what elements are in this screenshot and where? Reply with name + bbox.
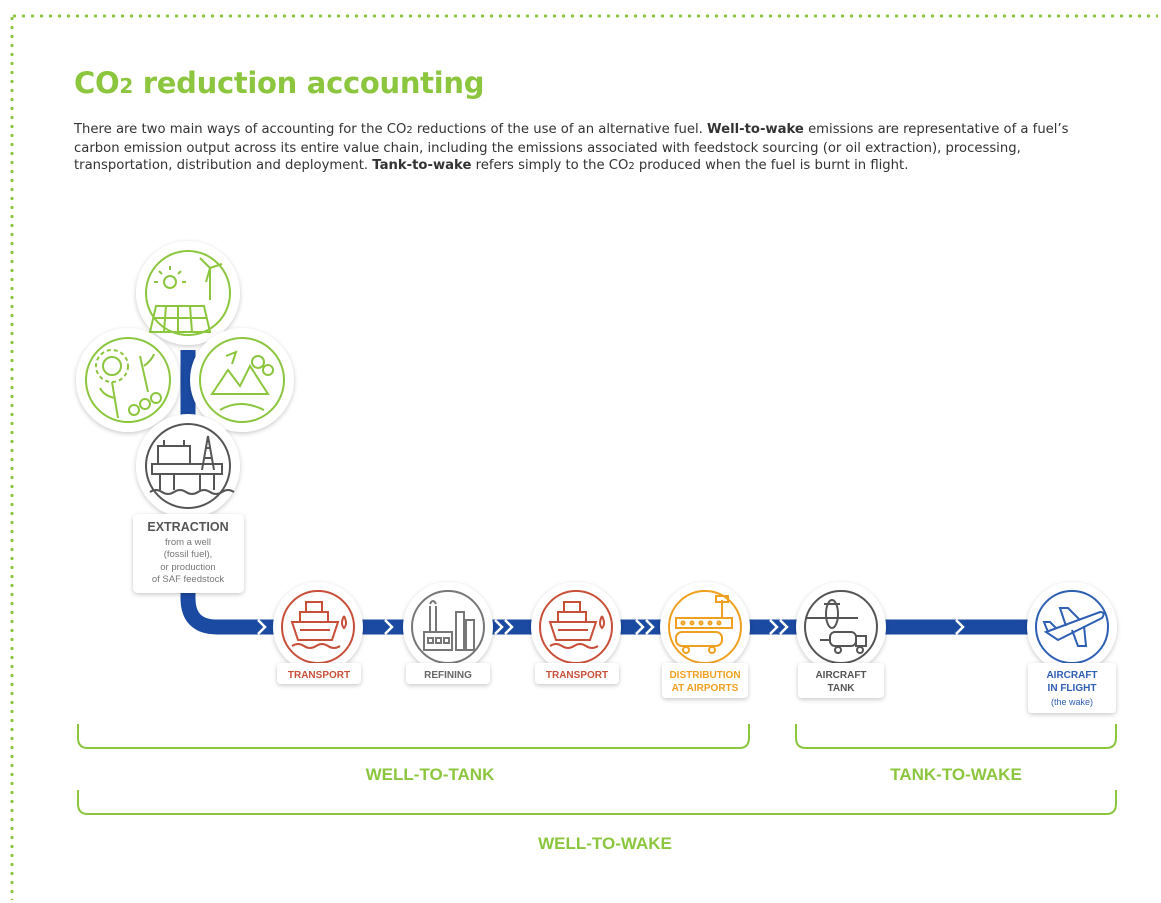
distribution-label-box bbox=[662, 663, 748, 698]
well-to-wake-term: Well-to-wake bbox=[707, 122, 804, 137]
aircraft-flight-label-line-1: AIRCRAFT bbox=[1046, 670, 1097, 681]
dotted-border-top bbox=[10, 14, 1158, 18]
distribution-label-line-2: AT AIRPORTS bbox=[672, 683, 739, 694]
extraction-line-4: of SAF feedstock bbox=[152, 574, 225, 585]
extraction-label-box bbox=[133, 514, 244, 593]
well-to-wake-label: WELL-TO-WAKE bbox=[538, 834, 672, 853]
aircraft-flight-label-line-2: IN FLIGHT bbox=[1048, 683, 1097, 694]
refining-label-box bbox=[406, 663, 490, 684]
extraction-line-1: from a well bbox=[165, 537, 211, 548]
tank-to-wake-label: TANK-TO-WAKE bbox=[890, 765, 1022, 784]
aircraft-tank-icon bbox=[796, 582, 886, 672]
tank-to-wake-term: Tank-to-wake bbox=[372, 158, 472, 173]
page-title: CO2 reduction accounting bbox=[74, 66, 485, 100]
transport-label-2: TRANSPORT bbox=[546, 670, 608, 681]
transport-ship-icon bbox=[273, 582, 363, 672]
extraction-line-2: (fossil fuel), bbox=[164, 549, 213, 560]
waste-biomass-icon bbox=[190, 328, 294, 432]
dotted-border-left bbox=[10, 14, 14, 900]
well-to-wake-bracket bbox=[77, 790, 1117, 815]
transport-ship-icon-2 bbox=[531, 582, 621, 672]
aircraft-tank-label-box bbox=[798, 663, 884, 698]
flow-chevrons bbox=[257, 619, 965, 635]
airplane-icon bbox=[1027, 582, 1117, 672]
extraction-oil-rig-icon bbox=[136, 414, 240, 518]
distribution-label-line-1: DISTRIBUTION bbox=[669, 670, 740, 681]
extraction-title: EXTRACTION bbox=[147, 520, 228, 534]
aircraft-flight-label-line-3: (the wake) bbox=[1051, 697, 1093, 707]
aircraft-flight-label-box bbox=[1028, 663, 1116, 713]
intro-paragraph: There are two main ways of accounting fo… bbox=[74, 122, 1069, 173]
refining-label: REFINING bbox=[424, 670, 472, 681]
well-to-tank-label: WELL-TO-TANK bbox=[365, 765, 495, 784]
transport-label-box-2 bbox=[535, 663, 619, 684]
brackets bbox=[77, 724, 1117, 815]
solar-wind-icon bbox=[136, 241, 240, 345]
sunflower-crops-icon bbox=[76, 328, 180, 432]
transport-label-box-1 bbox=[277, 663, 361, 684]
aircraft-tank-label-line-1: AIRCRAFT bbox=[815, 670, 866, 681]
extraction-line-3: or production bbox=[160, 562, 215, 573]
tank-to-wake-bracket bbox=[795, 724, 1117, 749]
refinery-icon bbox=[403, 582, 493, 672]
well-to-tank-bracket bbox=[77, 724, 750, 749]
pipeline bbox=[180, 350, 1060, 635]
aircraft-tank-label-line-2: TANK bbox=[827, 683, 855, 694]
transport-label-1: TRANSPORT bbox=[288, 670, 350, 681]
airport-fuel-truck-icon bbox=[660, 582, 750, 672]
